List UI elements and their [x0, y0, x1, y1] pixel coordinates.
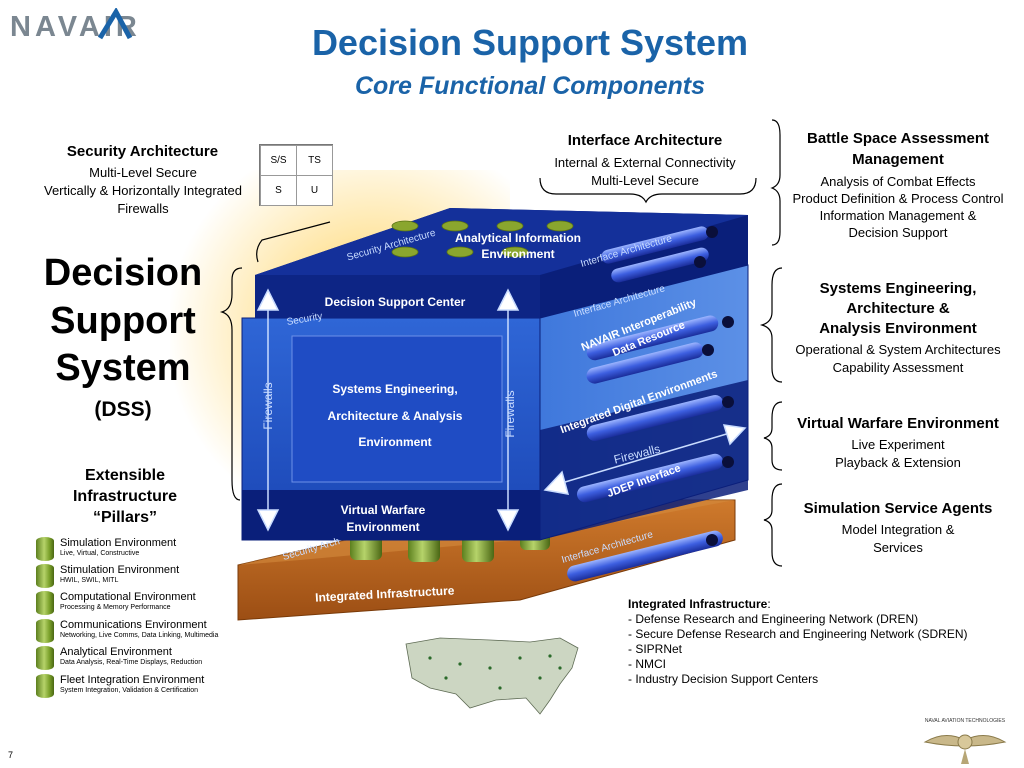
- security-line-1: Multi-Level Secure: [89, 165, 197, 180]
- diagram-firewalls-left: Firewalls: [261, 382, 275, 429]
- systems-eng-line-2: Capability Assessment: [832, 360, 964, 375]
- diagram-sea-1: Systems Engineering,: [332, 382, 457, 396]
- legend-item: Communications Environment Networking, L…: [36, 619, 246, 643]
- sim-agents-title: Simulation Service Agents: [803, 500, 993, 517]
- pillar-icon: [36, 674, 54, 698]
- battle-space-line-4: Decision Support: [848, 225, 948, 240]
- battle-space-line-3: Information Management &: [819, 208, 977, 223]
- infra-item: - SIPRNet: [628, 642, 683, 656]
- pillar-icon: [36, 537, 54, 561]
- sim-agents-line-2: Services: [873, 540, 923, 555]
- interface-architecture-title: Interface Architecture: [567, 132, 723, 149]
- systems-eng-line-1: Operational & System Architectures: [795, 342, 1001, 357]
- legend-item: Fleet Integration Environment System Int…: [36, 674, 246, 698]
- legend-label: Computational Environment: [60, 591, 196, 603]
- security-architecture-title: Security Architecture: [66, 143, 219, 160]
- battle-space-line-1: Analysis of Combat Effects: [820, 174, 976, 189]
- firewall-arrows: [256, 288, 747, 532]
- diagram-analytical-info-1: Analytical Information: [455, 231, 581, 245]
- top-pillar-caps: [391, 220, 574, 258]
- legend-sub: Networking, Live Comms, Data Linking, Mu…: [60, 632, 219, 639]
- sim-agents-line-1: Model Integration &: [841, 522, 955, 537]
- extensible-line-1: Extensible: [84, 467, 166, 484]
- extensible-line-2: Infrastructure: [72, 488, 178, 505]
- diagram-firewalls-right: Firewalls: [503, 390, 517, 437]
- legend-label: Communications Environment: [60, 619, 207, 631]
- interface-line-1: Internal & External Connectivity: [554, 155, 736, 170]
- legend-sub: Live, Virtual, Constructive: [60, 550, 140, 557]
- infra-item: - Industry Decision Support Centers: [628, 672, 819, 686]
- battle-space-line-2: Product Definition & Process Control: [792, 191, 1004, 206]
- battle-space-title-2: Management: [852, 151, 944, 168]
- legend-label: Simulation Environment: [60, 537, 177, 549]
- legend-label: Fleet Integration Environment: [60, 674, 205, 686]
- legend-item: Computational Environment Processing & M…: [36, 591, 246, 615]
- page-number: 7: [8, 750, 14, 760]
- virtual-warfare-title: Virtual Warfare Environment: [797, 415, 999, 432]
- legend-item: Analytical Environment Data Analysis, Re…: [36, 646, 246, 670]
- systems-eng-title-3: Analysis Environment: [819, 320, 977, 337]
- navair-logo: NAVAIR: [10, 8, 137, 42]
- pillar-icon: [36, 591, 54, 615]
- pillar-icon: [36, 619, 54, 643]
- legend-label: Stimulation Environment: [60, 564, 180, 576]
- diagram-sea-2: Architecture & Analysis: [328, 409, 463, 423]
- infra-item: - NMCI: [628, 657, 666, 671]
- extensible-line-3: “Pillars”: [92, 509, 158, 526]
- infra-item: - Secure Defense Research and Engineerin…: [628, 627, 968, 641]
- security-line-2: Vertically & Horizontally Integrated: [44, 183, 242, 198]
- legend-item: Simulation Environment Live, Virtual, Co…: [36, 537, 246, 561]
- diagram-analytical-info-2: Environment: [481, 247, 554, 261]
- diagram-sea-3: Environment: [358, 435, 431, 449]
- security-line-3: Firewalls: [117, 201, 169, 216]
- seal-text: NAVAL AVIATION TECHNOLOGIES: [925, 718, 1006, 724]
- systems-eng-title-1: Systems Engineering,: [819, 280, 977, 297]
- interface-line-2: Multi-Level Secure: [591, 173, 699, 188]
- security-cell-u: U: [296, 175, 333, 206]
- security-level-grid: S/S TS S U: [259, 144, 333, 206]
- virtual-warfare-line-2: Playback & Extension: [835, 455, 961, 470]
- page-subtitle: Core Functional Components: [355, 72, 705, 100]
- virtual-warfare-line-1: Live Experiment: [851, 437, 945, 452]
- legend-item: Stimulation Environment HWIL, SWIL, MITL: [36, 564, 246, 588]
- legend-sub: Data Analysis, Real-Time Displays, Reduc…: [60, 659, 203, 666]
- pillar-icon: [36, 646, 54, 670]
- dss-title-line-2: Support: [50, 300, 196, 342]
- dss-abbreviation: (DSS): [94, 398, 152, 421]
- battle-space-title-1: Battle Space Assessment: [806, 130, 990, 147]
- infra-item: - Defense Research and Engineering Netwo…: [628, 612, 919, 626]
- legend-sub: HWIL, SWIL, MITL: [60, 577, 119, 584]
- integrated-infrastructure-block: Integrated Infrastructure: - Defense Res…: [628, 597, 1008, 687]
- diagram-vwe-1: Virtual Warfare: [341, 503, 426, 517]
- grouping-braces: [219, 119, 783, 567]
- legend-sub: Processing & Memory Performance: [60, 604, 171, 611]
- dss-title-line-3: System: [55, 347, 191, 389]
- naval-aviation-seal: NAVAL AVIATION TECHNOLOGIES: [923, 718, 1007, 764]
- diagram-vwe-2: Environment: [346, 520, 419, 534]
- interface-tubes: [567, 226, 734, 582]
- dss-title-line-1: Decision: [43, 252, 203, 294]
- systems-eng-title-2: Architecture &: [846, 300, 950, 317]
- us-map-image: [405, 637, 579, 715]
- diagram-decision-center: Decision Support Center: [325, 295, 466, 309]
- integrated-infrastructure-heading: Integrated Infrastructure: [628, 597, 768, 611]
- legend-sub: System Integration, Validation & Certifi…: [60, 687, 198, 694]
- legend-label: Analytical Environment: [60, 646, 172, 658]
- page-title: Decision Support System: [311, 22, 749, 63]
- pillar-icon: [36, 564, 54, 588]
